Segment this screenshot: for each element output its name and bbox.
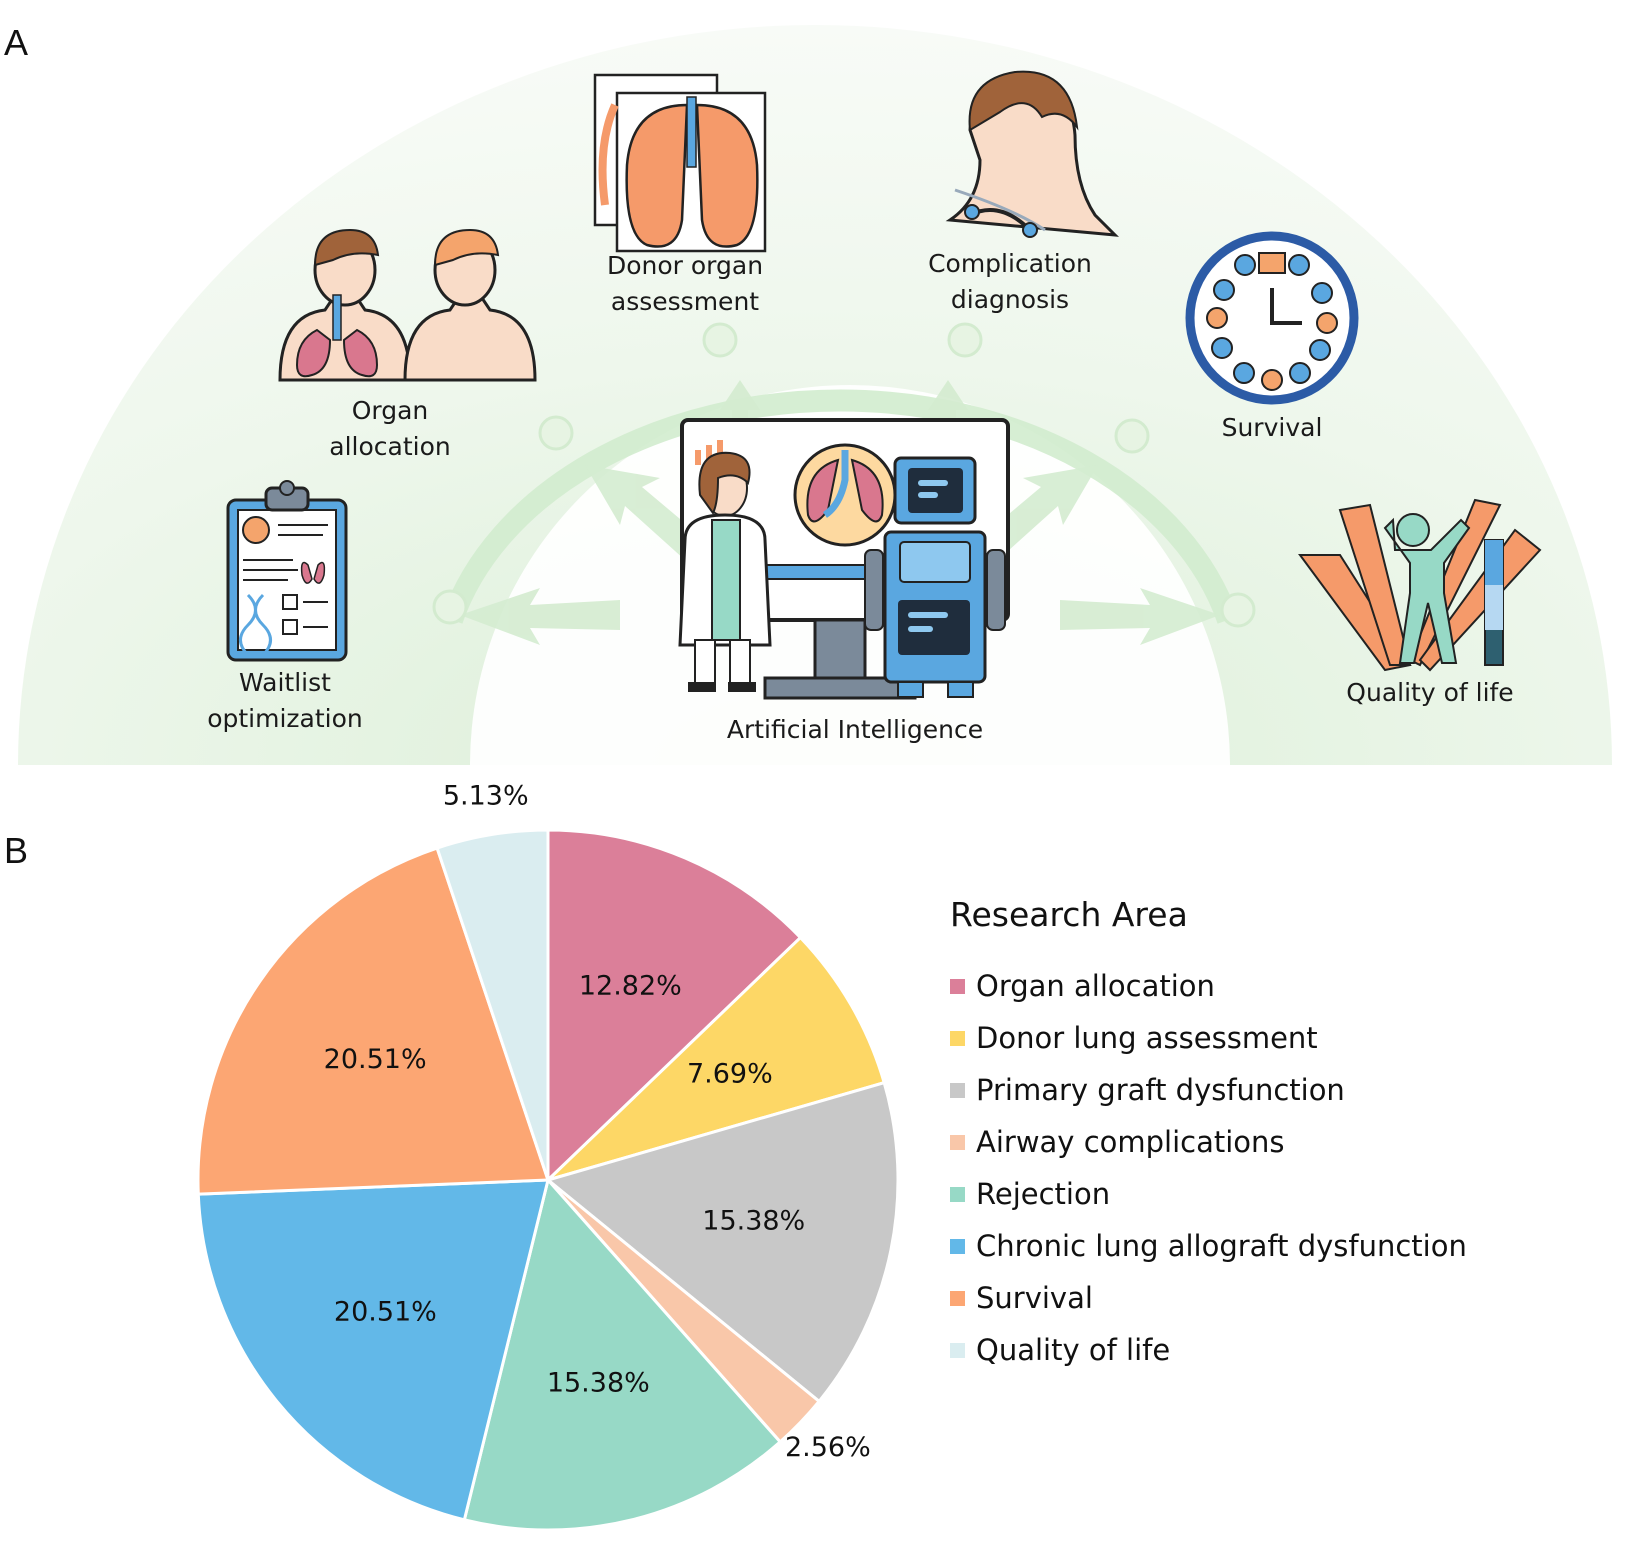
- legend-label: Quality of life: [976, 1333, 1171, 1367]
- legend-item-organ-allocation: Organ allocation: [950, 960, 1570, 1012]
- node-dots: [432, 322, 1256, 628]
- legend-label: Organ allocation: [976, 969, 1215, 1003]
- legend-item-airway-complications: Airway complications: [950, 1116, 1570, 1168]
- panel-b-letter: B: [4, 830, 29, 871]
- pie-data-label: 20.51%: [324, 1044, 427, 1075]
- legend-swatch: [950, 1186, 965, 1202]
- ai-diagram: [18, 25, 1612, 765]
- arrow-up-left: [720, 380, 760, 430]
- pie-slice-quality-of-life: [435, 828, 550, 1181]
- arrow-left: [460, 588, 620, 645]
- label-quality-of-life: Quality of life: [1346, 678, 1514, 707]
- pie-slice-donor-lung-assessment: [546, 935, 887, 1182]
- legend-label: Primary graft dysfunction: [976, 1073, 1345, 1107]
- label-artificial-intelligence: Artificial Intelligence: [726, 715, 984, 744]
- ai-illustration: [678, 418, 1010, 700]
- legend-item-chronic-lung-allograft-dysfunction: Chronic lung allograft dysfunction: [950, 1220, 1570, 1272]
- legend-swatch: [950, 1290, 965, 1306]
- pie-data-label: 2.56%: [785, 1432, 871, 1463]
- pie-data-label: 15.38%: [547, 1367, 650, 1398]
- label-complication-diagnosis: Complication diagnosis: [928, 249, 1092, 314]
- label-waitlist-optimization: Waitlist optimization: [207, 668, 363, 733]
- pie-data-label: 15.38%: [702, 1206, 805, 1237]
- pie-slice-primary-graft-dysfunction: [544, 1080, 900, 1404]
- arrow-upper-left: [585, 465, 705, 560]
- panel-a-letter: A: [4, 22, 29, 63]
- dot-waitlist: [432, 589, 468, 625]
- arrow-right: [1060, 588, 1220, 645]
- legend-label: Survival: [976, 1281, 1093, 1315]
- label-donor-organ-assessment: Donor organ assessment: [606, 251, 764, 316]
- legend-label: Chronic lung allograft dysfunction: [976, 1229, 1467, 1263]
- pie-data-label: 20.51%: [334, 1296, 437, 1327]
- inner-arc: [441, 389, 1239, 624]
- legend-item-survival: Survival: [950, 1272, 1570, 1324]
- legend-label: Rejection: [976, 1177, 1111, 1211]
- pie-data-label: 7.69%: [687, 1059, 773, 1090]
- pie-slice-chronic-lung-allograft-dysfunction: [196, 1178, 550, 1522]
- legend-swatch: [950, 1342, 965, 1358]
- legend-swatch: [950, 1030, 965, 1046]
- dot-complication: [947, 322, 983, 358]
- legend-item-rejection: Rejection: [950, 1168, 1570, 1220]
- legend: Research Area Organ allocation Donor lun…: [950, 895, 1570, 1376]
- pie-slice-rejection: [462, 1176, 783, 1532]
- pie-slice-survival: [196, 846, 551, 1196]
- lung-scan-icon: [593, 73, 767, 253]
- clock-icon: [1185, 231, 1359, 405]
- label-organ-allocation: Organ allocation: [329, 396, 451, 461]
- dot-survival: [1114, 418, 1150, 454]
- legend-swatch: [950, 1082, 965, 1098]
- pie-data-label: 12.82%: [579, 970, 682, 1001]
- pie-slice-organ-allocation: [546, 828, 803, 1184]
- pie-data-label: 5.13%: [443, 781, 529, 812]
- dot-donor-assessment: [702, 322, 738, 358]
- legend-title: Research Area: [950, 895, 1188, 934]
- clipboard-icon: [226, 480, 348, 662]
- legend-item-donor-lung-assessment: Donor lung assessment: [950, 1012, 1570, 1064]
- legend-item-quality-of-life: Quality of life: [950, 1324, 1570, 1376]
- dot-organ-allocation: [538, 415, 574, 451]
- dot-quality: [1220, 592, 1256, 628]
- legend-item-primary-graft-dysfunction: Primary graft dysfunction: [950, 1064, 1570, 1116]
- legend-swatch: [950, 1238, 965, 1254]
- label-survival: Survival: [1221, 413, 1323, 442]
- person-bars-icon: [1298, 498, 1542, 672]
- legend-swatch: [950, 1134, 965, 1150]
- donor-recipient-icon: [278, 228, 537, 382]
- legend-label: Donor lung assessment: [976, 1021, 1318, 1055]
- arrow-up-right: [928, 380, 968, 430]
- airway-profile-icon: [945, 70, 1119, 238]
- legend-swatch: [950, 978, 965, 994]
- legend-label: Airway complications: [976, 1125, 1285, 1159]
- research-area-pie-chart: 12.82% 7.69% 15.38% 2.56% 15.38% 20.51% 20.51%…: [196, 781, 900, 1532]
